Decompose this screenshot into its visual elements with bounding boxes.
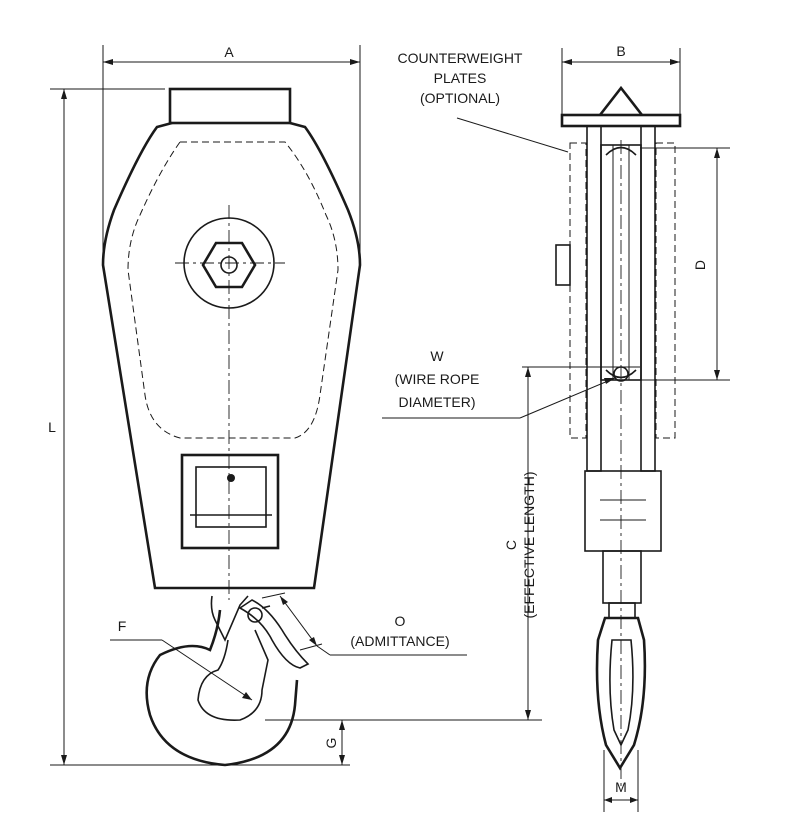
label-plates: PLATES (434, 70, 487, 86)
dimension-f: F (110, 618, 253, 701)
label-wire-rope: (WIRE ROPE (395, 371, 480, 387)
housing-outline (101, 121, 362, 590)
label-o: O (395, 613, 406, 629)
hook-body-outer (145, 609, 299, 767)
side-bolt (555, 244, 571, 286)
label-w: W (430, 348, 444, 364)
label-a: A (224, 44, 234, 60)
front-view (101, 87, 362, 767)
label-diameter: DIAMETER) (399, 394, 476, 410)
label-g: G (323, 738, 339, 749)
hex-nut-icon (201, 241, 257, 289)
latch-pivot (247, 607, 263, 623)
top-strap (168, 87, 292, 125)
crosshead-window (180, 453, 280, 550)
dimension-l: L (48, 88, 350, 766)
label-effective-length: (EFFECTIVE LENGTH) (521, 471, 537, 618)
side-plate-left (586, 125, 602, 472)
hook-shank (210, 595, 249, 642)
crosshead-dot (227, 474, 235, 482)
side-hook (595, 616, 647, 771)
label-b: B (616, 43, 625, 59)
label-m: M (615, 779, 627, 795)
dimension-m: M (603, 750, 639, 812)
dimension-w: W (WIRE ROPE DIAMETER) (382, 348, 616, 419)
safety-latch (238, 599, 310, 669)
sheave-outline-dashed (127, 141, 339, 439)
counterweight-callout: COUNTERWEIGHT PLATES (OPTIONAL) (398, 50, 569, 153)
side-top-cap (560, 113, 682, 128)
label-optional: (OPTIONAL) (420, 90, 500, 106)
label-l: L (48, 419, 56, 435)
crosshead-inner (195, 466, 267, 528)
hook-throat (197, 629, 269, 721)
dimension-g: G (265, 719, 542, 765)
side-shank (602, 550, 642, 604)
counterweight-plate-right (655, 142, 676, 439)
dimension-o: O (ADMITTANCE) (261, 592, 467, 656)
label-admittance: (ADMITTANCE) (350, 633, 449, 649)
dimension-c: C (EFFECTIVE LENGTH) (503, 366, 640, 720)
label-counterweight: COUNTERWEIGHT (398, 50, 523, 66)
label-d: D (692, 260, 708, 270)
side-plate-right (640, 125, 656, 472)
label-f: F (118, 618, 127, 634)
dimension-b: B (561, 43, 681, 115)
counterweight-plate-left (569, 142, 587, 439)
dimension-a: A (102, 44, 361, 265)
side-view (555, 85, 682, 790)
side-top-peak (598, 85, 644, 116)
label-c: C (503, 540, 519, 550)
side-crosshead (584, 470, 662, 552)
dimension-d: D (640, 147, 730, 381)
